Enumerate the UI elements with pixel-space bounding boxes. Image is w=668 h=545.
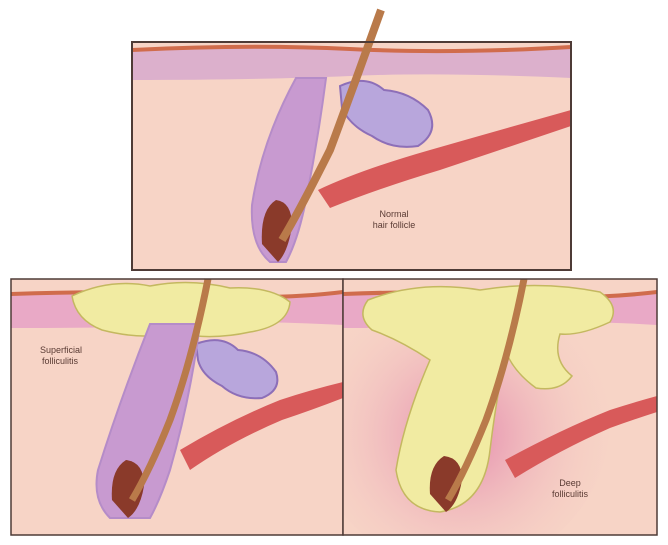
panel-bottom-right-label-line2: folliculitis [552, 489, 589, 499]
panel-bottom-left-label-line2: folliculitis [42, 356, 79, 366]
panel-bottom-left: Superficial folliculitis [11, 279, 343, 535]
panel-top-label-line2: hair follicle [373, 220, 416, 230]
panel-top-label-line1: Normal [379, 209, 408, 219]
panel-top: Normal hair follicle [132, 10, 571, 270]
panel-bottom-right-label-line1: Deep [559, 478, 581, 488]
panel-bottom-right: Deep folliculitis [310, 270, 657, 540]
panel-bottom-left-label-line1: Superficial [40, 345, 82, 355]
